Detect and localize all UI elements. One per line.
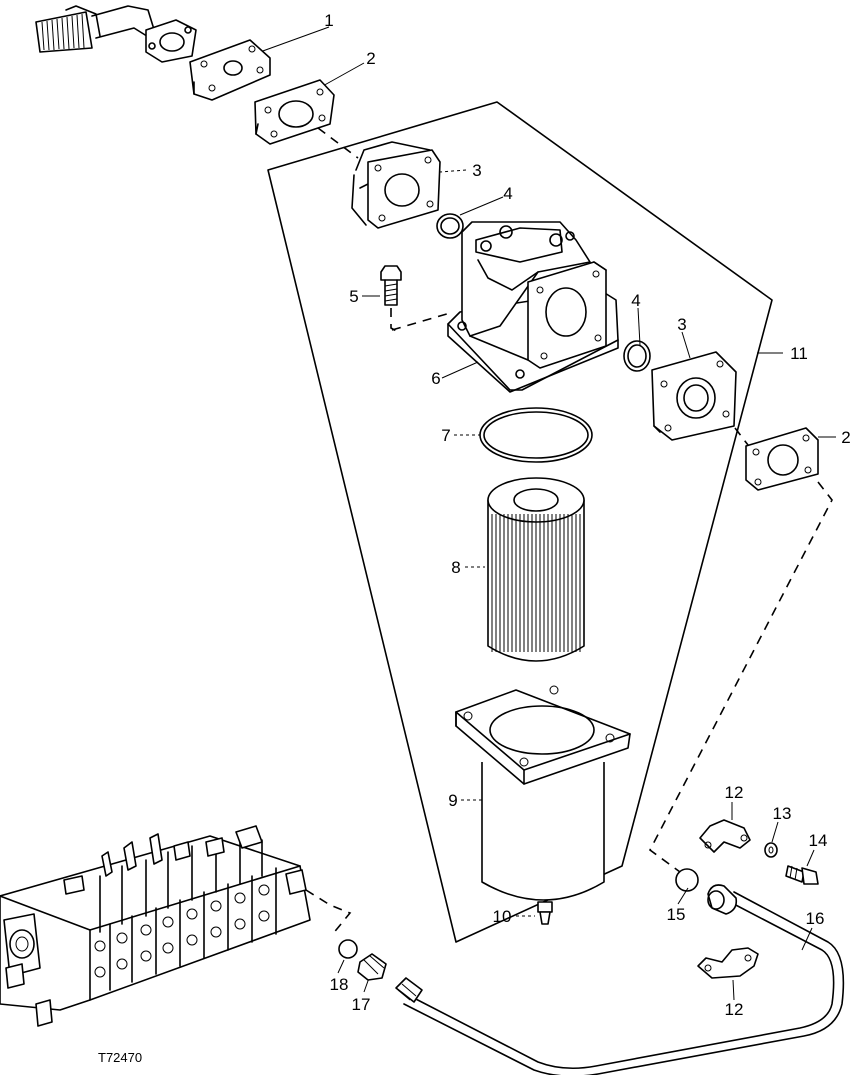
callout-3-lower: 3 [677,315,686,334]
callout-4-lower: 4 [631,291,640,310]
callout-15: 15 [667,905,686,924]
callout-13: 13 [773,804,792,823]
part-7-large-o-ring [479,407,593,463]
part-3-flange-adapter-lower [651,351,737,441]
callout-1: 1 [324,11,333,30]
part-4-o-ring-upper [436,213,464,239]
callout-2-right: 2 [841,428,850,447]
part-1-flange-plate [189,39,271,101]
connection-dashes [305,127,833,936]
callout-3-upper: 3 [472,161,481,180]
part-8-filter-element [487,477,585,662]
part-4-o-ring-lower [623,340,651,372]
callout-14: 14 [809,831,828,850]
part-17-fitting [357,953,387,981]
figure-reference-code: T72470 [98,1050,142,1065]
part-2-gasket-right [745,427,819,491]
part-3-flange-adapter-upper [351,141,441,229]
callout-10: 10 [493,907,512,926]
part-12-clamp-upper [699,819,751,853]
callout-labels: 1 2 3 4 5 6 4 3 11 2 7 8 9 10 12 13 14 1… [324,11,850,1019]
part-18-o-ring [338,939,358,959]
part-9-filter-bowl [455,685,631,901]
part-16-tube [395,884,845,1075]
callout-18: 18 [330,975,349,994]
part-10-drain-plug [537,901,553,925]
callout-6: 6 [431,369,440,388]
filter-assembly-outline [267,101,773,943]
part-14-cap-screw [785,865,819,885]
callout-12-upper: 12 [725,783,744,802]
callout-5: 5 [349,287,358,306]
callout-8: 8 [451,558,460,577]
part-12-clamp-lower [697,947,759,979]
callout-12-lower: 12 [725,1000,744,1019]
part-5-cap-screw [380,265,402,333]
callout-17: 17 [352,995,371,1014]
filter-pleats [491,514,581,652]
part-2-gasket-upper [254,79,335,145]
callout-11: 11 [790,344,808,363]
control-valve-assembly [0,825,311,1027]
callout-16: 16 [806,909,825,928]
callout-7: 7 [441,426,450,445]
inlet-pipe-with-flange [35,5,197,63]
part-15-o-ring [675,868,699,892]
callout-4-upper: 4 [503,184,512,203]
part-6-filter-head [447,221,619,393]
part-13-lock-washer [764,842,778,858]
callout-2-upper: 2 [366,49,375,68]
callout-9: 9 [448,791,457,810]
